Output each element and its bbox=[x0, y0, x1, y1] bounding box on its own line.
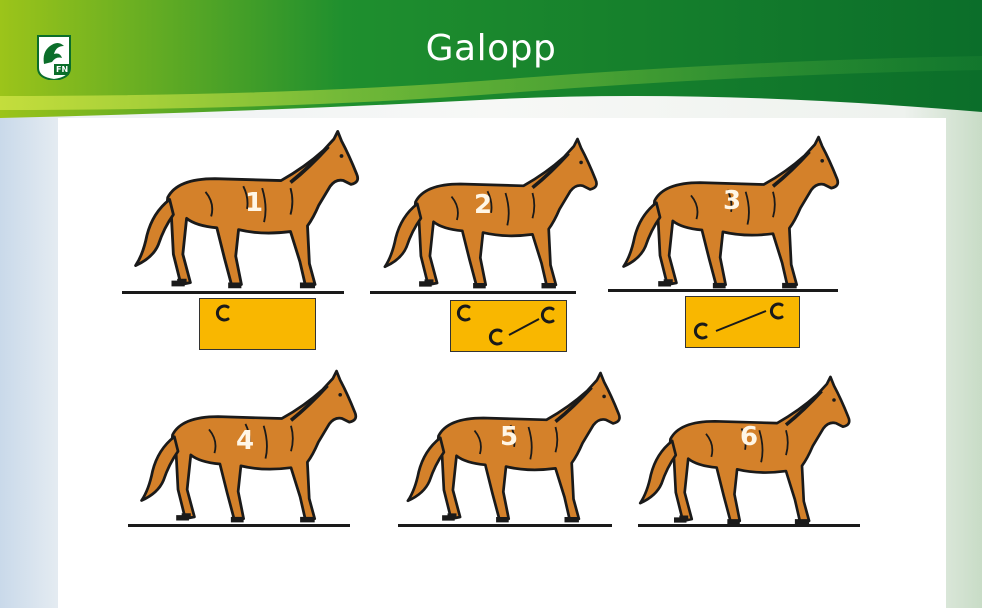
hoof-print-icon bbox=[693, 302, 784, 340]
fn-logo: FN bbox=[34, 34, 74, 80]
footprint-box-1 bbox=[199, 298, 316, 350]
footprint-box-3 bbox=[685, 296, 800, 348]
logo-text: FN bbox=[56, 65, 69, 74]
ground-line-2 bbox=[370, 291, 576, 294]
ground-line-6 bbox=[638, 524, 860, 527]
phase-label-1: 1 bbox=[245, 188, 264, 218]
ground-line-4 bbox=[128, 524, 350, 527]
header-banner: FN Galopp bbox=[0, 0, 982, 130]
ground-line-5 bbox=[398, 524, 612, 527]
ground-line-1 bbox=[122, 291, 344, 294]
phase-label-4: 4 bbox=[236, 426, 255, 456]
hoof-print-icon bbox=[456, 304, 555, 346]
footprint-box-2 bbox=[450, 300, 567, 352]
ground-line-3 bbox=[608, 289, 838, 292]
header-wave bbox=[0, 0, 982, 118]
page-title: Galopp bbox=[425, 28, 557, 69]
phase-label-5: 5 bbox=[500, 422, 519, 452]
hoof-print-icon bbox=[215, 304, 230, 322]
phase-label-3: 3 bbox=[723, 186, 742, 216]
phase-label-6: 6 bbox=[740, 422, 759, 452]
phase-label-2: 2 bbox=[474, 190, 493, 220]
